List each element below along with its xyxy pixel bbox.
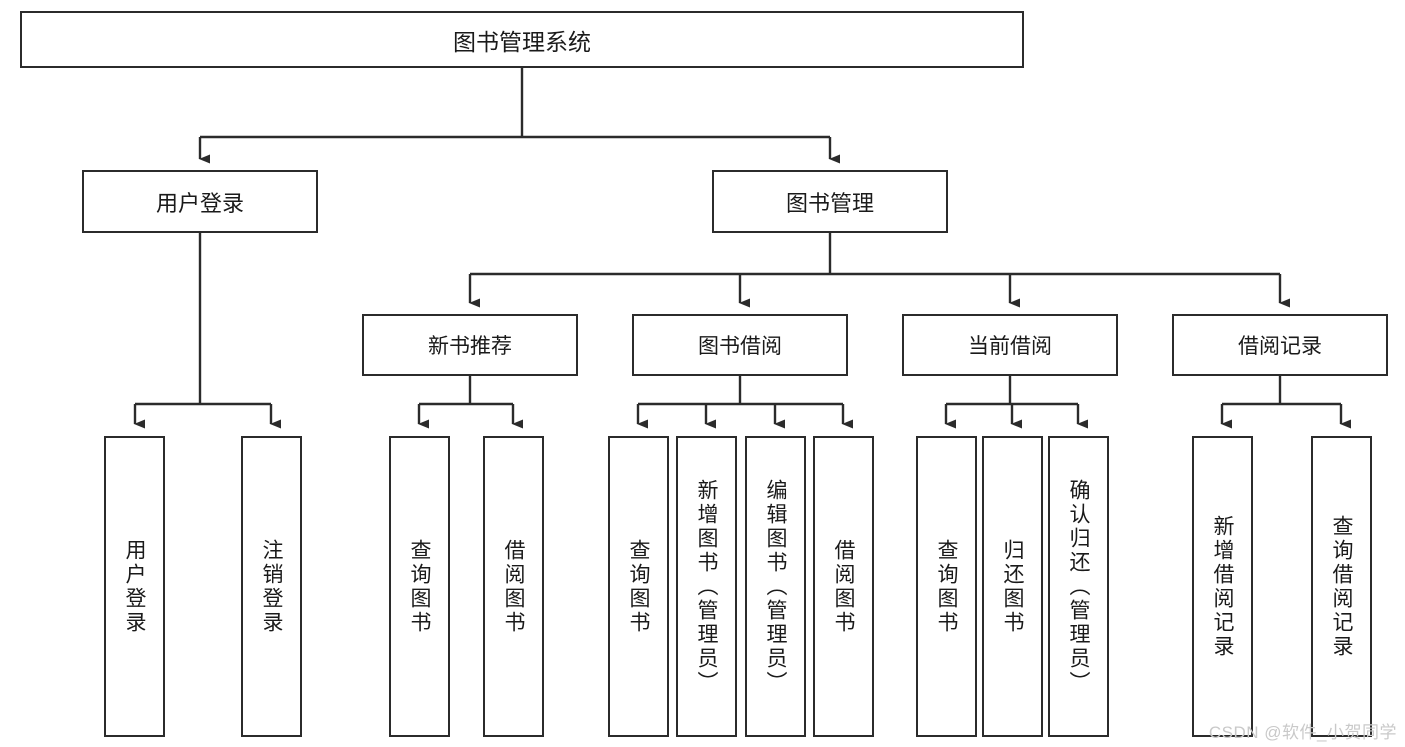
node-label: 用户登录 [155,190,244,216]
leaf-node[interactable]: 用户登录 [104,436,165,737]
leaf-node[interactable]: 新增借阅记录 [1192,436,1253,737]
leaf-label: 查询图书 [627,538,650,635]
leaf-node[interactable]: 查询图书 [389,436,450,737]
leaf-label: 借阅图书 [502,538,525,635]
node-label: 当前借阅 [968,335,1052,358]
leaf-label: 确认归还（管理员） [1067,478,1090,695]
leaf-label: 借阅图书 [832,538,855,635]
leaf-label: 新增图书（管理员） [695,478,718,695]
leaf-label: 编辑图书（管理员） [764,478,787,695]
node-level2[interactable]: 借阅记录 [1172,314,1388,376]
leaf-node[interactable]: 借阅图书 [813,436,874,737]
node-label: 图书管理 [785,190,874,216]
leaf-label: 新增借阅记录 [1211,514,1234,659]
node-level1[interactable]: 图书管理 [712,170,948,233]
node-level2[interactable]: 新书推荐 [362,314,578,376]
leaf-node[interactable]: 借阅图书 [483,436,544,737]
leaf-label: 用户登录 [123,538,146,635]
node-label: 新书推荐 [428,335,512,358]
leaf-label: 查询借阅记录 [1330,514,1353,659]
leaf-label: 查询图书 [408,538,431,635]
watermark: CSDN @软件_小贺同学 [1208,723,1397,742]
leaf-node[interactable]: 查询借阅记录 [1311,436,1372,737]
leaf-node[interactable]: 注销登录 [241,436,302,737]
node-level2[interactable]: 当前借阅 [902,314,1118,376]
node-label: 图书借阅 [698,335,782,358]
leaf-node[interactable]: 确认归还（管理员） [1048,436,1109,737]
node-root[interactable]: 图书管理系统 [20,11,1024,68]
leaf-node[interactable]: 编辑图书（管理员） [745,436,806,737]
leaf-node[interactable]: 查询图书 [916,436,977,737]
leaf-node[interactable]: 归还图书 [982,436,1043,737]
node-label: 借阅记录 [1238,335,1322,358]
node-level1[interactable]: 用户登录 [82,170,318,233]
node-level2[interactable]: 图书借阅 [632,314,848,376]
leaf-node[interactable]: 新增图书（管理员） [676,436,737,737]
leaf-label: 注销登录 [260,538,283,635]
leaf-label: 归还图书 [1001,538,1024,635]
leaf-label: 查询图书 [935,538,958,635]
leaf-node[interactable]: 查询图书 [608,436,669,737]
node-label: 图书管理系统 [453,28,591,55]
